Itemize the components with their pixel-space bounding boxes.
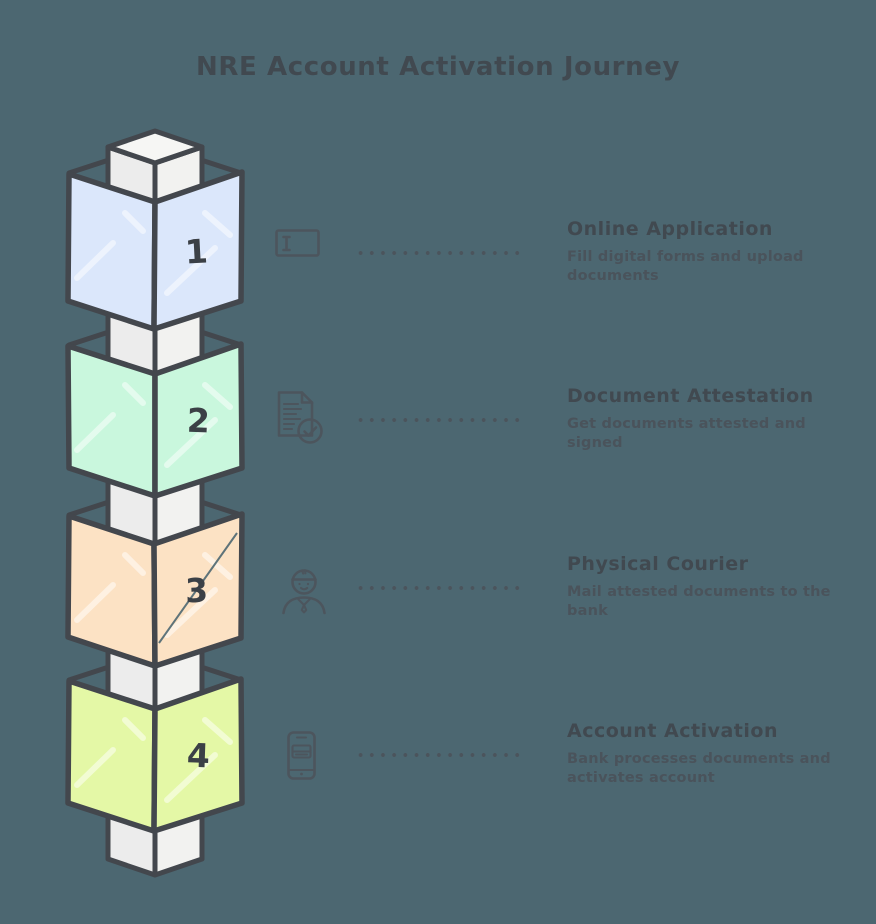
cube-2-left-face	[65, 343, 158, 499]
document-check-icon	[272, 389, 326, 449]
step-cube-1: 1	[65, 169, 245, 332]
form-input-icon	[274, 226, 322, 264]
courier-icon	[278, 561, 330, 619]
step-description: Fill digital forms and upload documents	[567, 249, 804, 285]
step-4-number: 4	[186, 736, 210, 776]
step-row-physical-courier: Physical Courier Mail attested documents…	[270, 547, 860, 647]
cube-3-left-face	[65, 513, 158, 669]
step-cube-3: 3	[65, 511, 245, 669]
step-description: Bank processes documents and activates a…	[567, 751, 831, 787]
smartphone-icon	[286, 730, 318, 786]
step-description: Get documents attested and signed	[567, 416, 806, 452]
cube-1-right-face	[151, 169, 245, 332]
step-title: Document Attestation	[567, 385, 814, 407]
dotted-connector	[355, 584, 523, 592]
step-title: Account Activation	[567, 720, 778, 742]
dotted-connector	[355, 751, 523, 759]
step-title: Physical Courier	[567, 553, 749, 575]
step-row-account-activation: Account Activation Bank processes docume…	[270, 714, 860, 814]
step-1-number: 1	[184, 231, 209, 271]
step-row-document-attestation: Document Attestation Get documents attes…	[270, 379, 860, 479]
dotted-connector	[355, 249, 523, 257]
dotted-connector	[355, 416, 523, 424]
step-cube-2: 2	[65, 341, 245, 499]
cube-4-left-face	[65, 678, 158, 834]
step-3-number: 3	[184, 571, 208, 611]
step-2-number: 2	[186, 401, 210, 441]
step-title: Online Application	[567, 218, 773, 240]
step-description: Mail attested documents to the bank	[567, 584, 831, 620]
page-title: NRE Account Activation Journey	[196, 52, 680, 82]
center-column	[105, 128, 205, 878]
cube-1-left-face	[65, 171, 158, 332]
step-cube-4: 4	[65, 676, 245, 834]
step-row-online-application: Online Application Fill digital forms an…	[270, 212, 860, 312]
step-tower-illustration: 1 2 3 4	[65, 128, 245, 878]
